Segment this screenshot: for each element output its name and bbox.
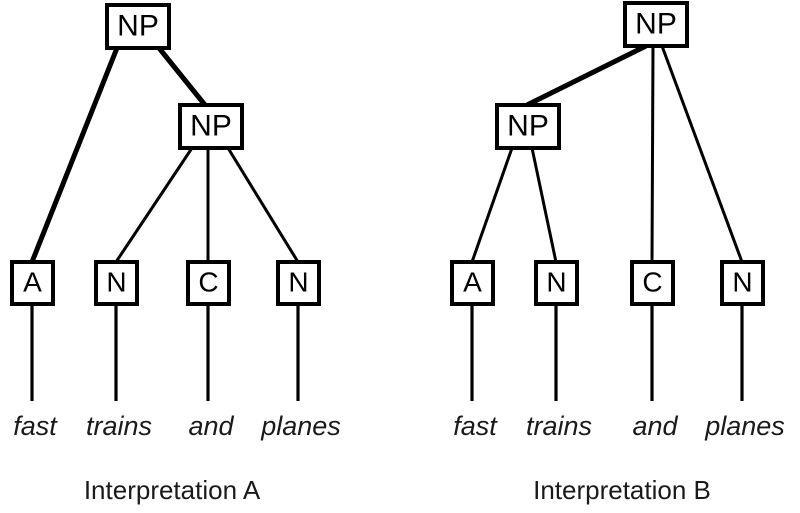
node-box-b-leaf-n1[interactable] [534,260,579,306]
node-label-a-leaf-n2: N [288,266,308,297]
node-label-b-leaf-c: C [642,266,662,297]
node-label-b-leaf-n1: N [546,266,566,297]
node-box-b-inner-np[interactable] [495,103,561,150]
tree-edge-b-inner-np-to-b-leaf-a [470,147,514,263]
node-box-b-leaf-c[interactable] [630,260,675,306]
tree-edge-a-root-np-to-a-inner-np [157,46,207,107]
node-label-a-leaf-n1: N [106,266,126,297]
tree-edge-b-root-np-to-b-inner-np [525,43,648,108]
tree-edge-a-root-np-to-a-leaf-a [29,47,120,263]
caption-interpretation-a: Interpretation A [84,475,261,505]
node-box-a-leaf-c[interactable] [186,260,231,306]
node-label-b-leaf-n2: N [732,266,752,297]
node-box-b-leaf-n2[interactable] [720,260,765,306]
node-label-a-leaf-a: A [23,266,42,297]
terminal-word-a-word-trains: trains [86,411,152,441]
node-box-a-leaf-n2[interactable] [276,260,321,306]
tree-edge-b-inner-np-to-b-leaf-n1 [530,147,558,263]
node-box-a-leaf-a[interactable] [10,260,55,306]
terminal-word-a-word-and: and [188,411,234,441]
node-label-b-root-np: NP [635,7,677,40]
tree-edge-a-inner-np-to-a-leaf-n2 [226,147,300,263]
terminal-word-a-word-planes: planes [260,411,341,441]
terminal-word-b-word-planes: planes [704,411,785,441]
node-box-b-root-np[interactable] [623,1,689,48]
node-label-b-leaf-a: A [463,266,482,297]
terminal-word-b-word-trains: trains [526,411,592,441]
terminal-word-b-word-fast: fast [453,411,498,441]
tree-edge-a-inner-np-to-a-leaf-n1 [114,147,194,263]
node-label-a-leaf-c: C [198,266,218,297]
terminal-word-b-word-and: and [632,411,678,441]
node-label-a-inner-np: NP [190,109,232,142]
node-box-a-inner-np[interactable] [178,103,244,150]
node-label-b-inner-np: NP [507,109,549,142]
tree-edge-b-root-np-to-b-leaf-n2 [660,45,744,263]
node-box-b-leaf-a[interactable] [450,260,495,306]
terminal-word-a-word-fast: fast [13,411,58,441]
node-box-a-root-np[interactable] [105,3,171,50]
caption-interpretation-b: Interpretation B [533,475,711,505]
node-box-a-leaf-n1[interactable] [94,260,139,306]
node-label-a-root-np: NP [117,9,159,42]
tree-edge-b-root-np-to-b-leaf-c [650,45,655,263]
